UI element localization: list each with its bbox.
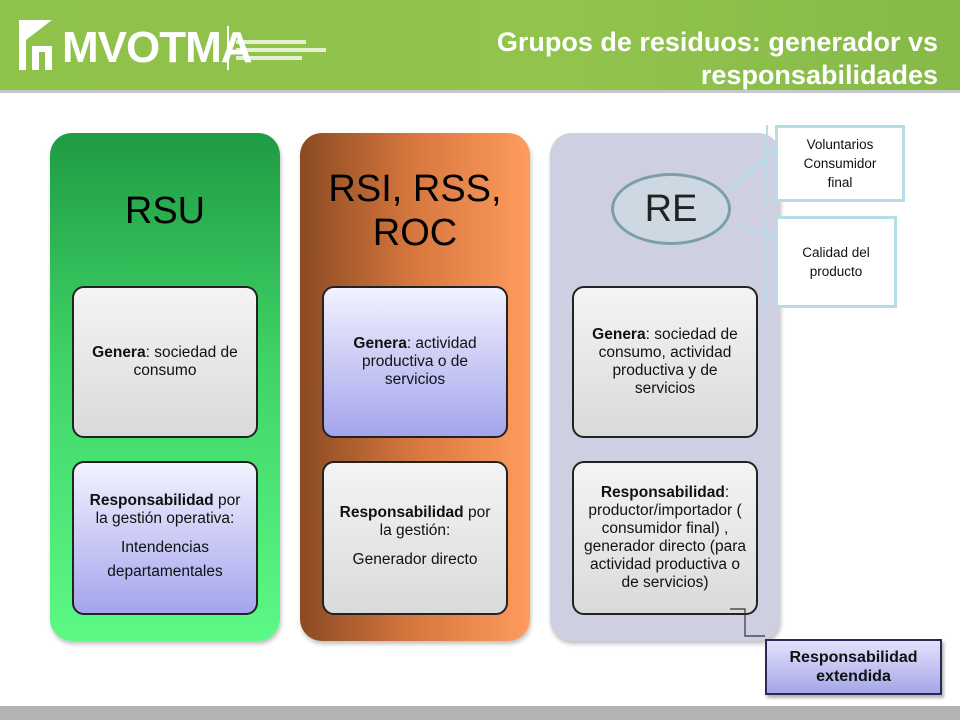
column-title-rsu-line: RSU bbox=[124, 190, 206, 232]
note-line: producto bbox=[809, 264, 863, 279]
column-rsu: RSU Genera: sociedad de consumo Responsa… bbox=[50, 133, 280, 641]
title-line-1: Grupos de residuos: generador vs bbox=[496, 27, 938, 57]
card-responsabilidad-rsi: Responsabilidad por la gestión: Generado… bbox=[322, 461, 508, 615]
title-line-2: responsabilidades bbox=[700, 60, 938, 90]
house-logo-icon bbox=[19, 20, 52, 70]
page-title: Grupos de residuos: generador vs respons… bbox=[378, 26, 938, 92]
card-genera-re-text: Genera: sociedad de consumo, actividad p… bbox=[582, 326, 748, 398]
logo-tagline bbox=[236, 40, 326, 64]
card-genera-rsi-text: Genera: actividad productiva o de servic… bbox=[332, 335, 498, 389]
re-ellipse: RE bbox=[611, 173, 731, 245]
note-line: Calidad del bbox=[802, 245, 870, 260]
card-genera-rsu-text: Genera: sociedad de consumo bbox=[82, 344, 248, 380]
resp-ext-line-1: Responsabilidad bbox=[789, 649, 918, 666]
card-label-text: : sociedad de consumo bbox=[133, 344, 238, 379]
card-label-bold: Responsabilidad bbox=[600, 484, 725, 501]
logo-separator bbox=[227, 26, 229, 70]
card-label-bold: Genera bbox=[353, 335, 407, 352]
card-sub-line: Intendencias bbox=[121, 539, 209, 556]
resp-ext-text: Responsabilidad extendida bbox=[789, 648, 917, 686]
card-label-text: : sociedad de consumo, actividad product… bbox=[598, 326, 738, 397]
footer-bar bbox=[0, 706, 960, 720]
card-label-text: : productor/importador ( consumidor fina… bbox=[584, 484, 746, 591]
column-re: RE Genera: sociedad de consumo, activida… bbox=[550, 133, 780, 641]
note-voluntarios-text: Voluntarios Consumidor final bbox=[804, 135, 877, 192]
card-sub-line: departamentales bbox=[107, 563, 223, 580]
card-resp-re-text: Responsabilidad: productor/importador ( … bbox=[582, 484, 748, 592]
card-label-bold: Genera bbox=[592, 326, 646, 343]
column-title-rsi: RSI, RSS, ROC bbox=[300, 167, 530, 255]
note-line: final bbox=[827, 175, 853, 190]
card-resp-rsu-sub: Intendencias departamentales bbox=[107, 536, 222, 584]
card-resp-rsu-text: Responsabilidad por la gestión operativa… bbox=[82, 492, 248, 528]
card-responsabilidad-rsu: Responsabilidad por la gestión operativa… bbox=[72, 461, 258, 615]
column-title-rsu: RSU bbox=[50, 189, 280, 233]
note-voluntarios: Voluntarios Consumidor final bbox=[775, 125, 905, 202]
note-calidad: Calidad del producto bbox=[775, 216, 897, 308]
note-calidad-text: Calidad del producto bbox=[802, 243, 870, 281]
header-bar: MVOTMA Grupos de residuos: generador vs … bbox=[0, 0, 960, 93]
card-label-bold: Genera bbox=[92, 344, 146, 361]
card-resp-rsi-text: Responsabilidad por la gestión: bbox=[332, 504, 498, 540]
card-genera-rsi: Genera: actividad productiva o de servic… bbox=[322, 286, 508, 438]
card-label-text: : actividad productiva o de servicios bbox=[362, 335, 477, 388]
note-line: Consumidor bbox=[803, 156, 877, 171]
logo-wordmark: MVOTMA bbox=[62, 23, 253, 72]
card-label-text: por la gestión: bbox=[379, 504, 491, 539]
card-label-text: por la gestión operativa: bbox=[95, 492, 241, 527]
card-label-bold: Responsabilidad bbox=[89, 492, 214, 509]
card-genera-re: Genera: sociedad de consumo, actividad p… bbox=[572, 286, 758, 438]
resp-ext-line-2: extendida bbox=[816, 668, 891, 685]
mvotma-logo: MVOTMA bbox=[18, 18, 326, 74]
column-title-rsi-line: ROC bbox=[372, 212, 458, 254]
column-rsi-rss-roc: RSI, RSS, ROC Genera: actividad producti… bbox=[300, 133, 530, 641]
card-responsabilidad-re: Responsabilidad: productor/importador ( … bbox=[572, 461, 758, 615]
card-genera-rsu: Genera: sociedad de consumo bbox=[72, 286, 258, 438]
card-label-bold: Responsabilidad bbox=[339, 504, 464, 521]
note-line: Voluntarios bbox=[806, 137, 874, 152]
column-title-rsi-line: RSI, RSS, bbox=[328, 168, 502, 210]
card-resp-rsi-sub: Generador directo bbox=[352, 551, 478, 568]
responsabilidad-extendida-box: Responsabilidad extendida bbox=[765, 639, 942, 695]
